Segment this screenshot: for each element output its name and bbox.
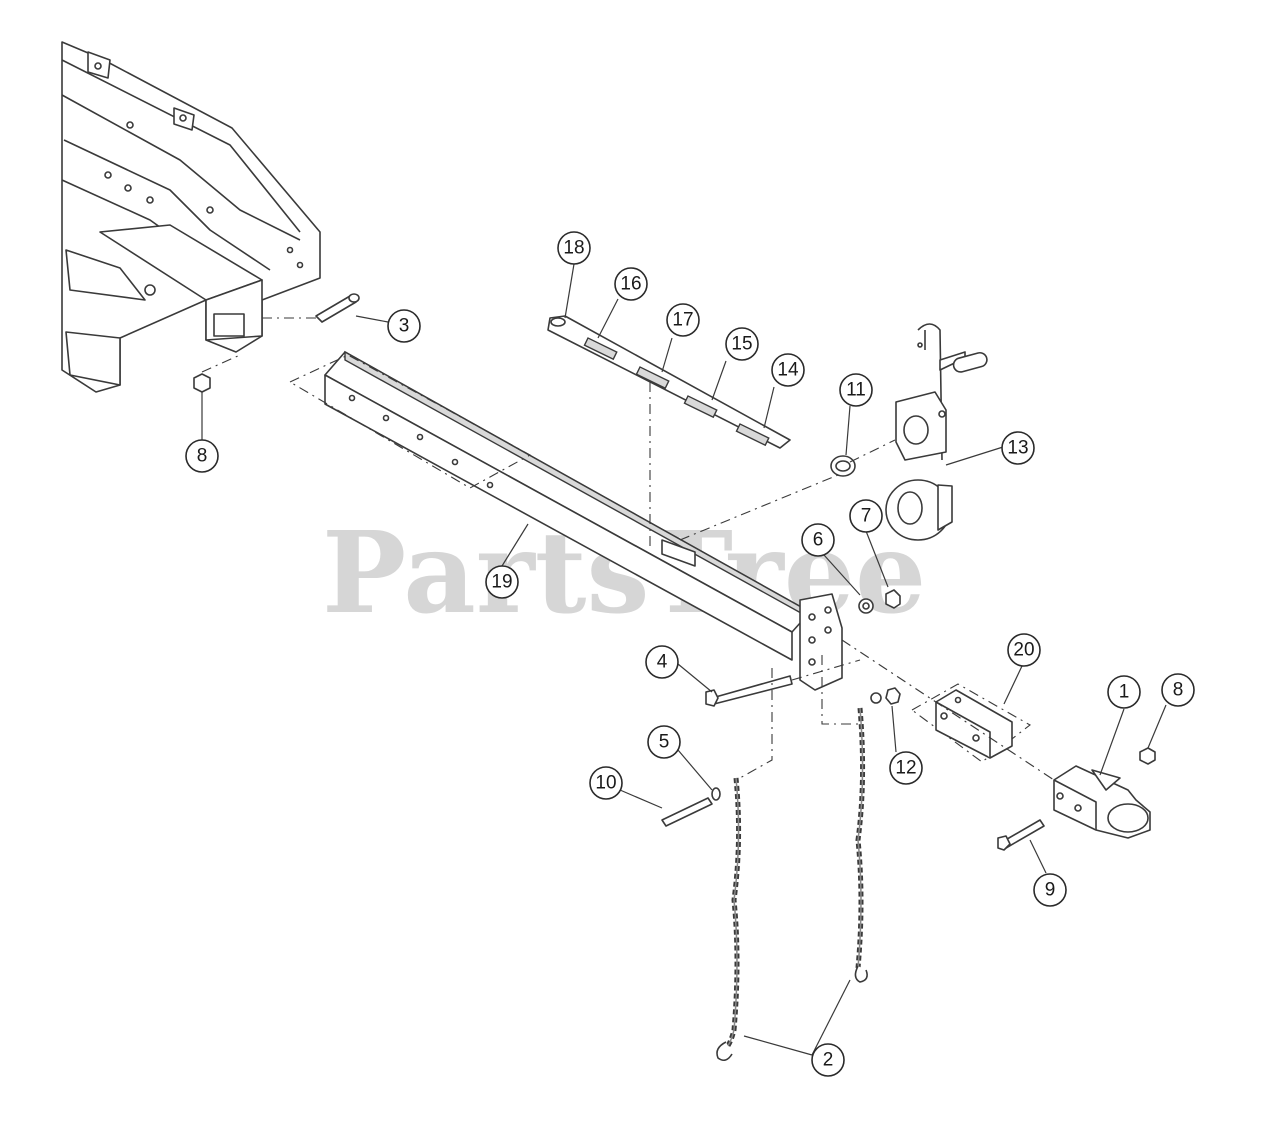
callout-8-right: 8: [1161, 673, 1195, 707]
svg-text:6: 6: [813, 530, 824, 551]
callout-12: 12: [889, 751, 923, 785]
svg-text:9: 9: [1045, 880, 1056, 901]
callout-4: 4: [645, 645, 679, 679]
coupler-assembly: [841, 639, 1151, 839]
svg-text:5: 5: [659, 732, 670, 753]
callout-5: 5: [647, 725, 681, 759]
safety-chains: [716, 655, 868, 1062]
callout-1: 1: [1107, 675, 1141, 709]
jack-stand: [679, 323, 988, 541]
svg-text:7: 7: [861, 506, 872, 527]
callout-17: 17: [666, 303, 700, 337]
svg-text:12: 12: [895, 758, 916, 779]
svg-text:1: 1: [1119, 682, 1130, 703]
callout-15: 15: [725, 327, 759, 361]
callout-8-left: 8: [185, 439, 219, 473]
callout-9: 9: [1033, 873, 1067, 907]
callout-13: 13: [1001, 431, 1035, 465]
callout-14: 14: [771, 353, 805, 387]
svg-text:18: 18: [563, 238, 584, 259]
svg-text:8: 8: [197, 446, 208, 467]
mower-frame: [61, 41, 321, 393]
svg-text:4: 4: [657, 652, 668, 673]
leader-lines: [201, 263, 1167, 1056]
callout-20: 20: [1007, 633, 1041, 667]
svg-text:11: 11: [846, 380, 866, 401]
callout-11: 11: [839, 373, 873, 407]
svg-text:10: 10: [595, 773, 616, 794]
svg-text:15: 15: [731, 334, 752, 355]
callout-19: 19: [485, 565, 519, 599]
svg-text:16: 16: [620, 274, 641, 295]
svg-text:13: 13: [1007, 438, 1028, 459]
callout-3: 3: [387, 309, 421, 343]
callout-7: 7: [849, 499, 883, 533]
svg-text:2: 2: [823, 1050, 834, 1071]
hitch-tube: [288, 350, 843, 691]
svg-text:19: 19: [491, 572, 512, 593]
callout-6: 6: [801, 523, 835, 557]
callout-16: 16: [614, 267, 648, 301]
svg-text:8: 8: [1173, 680, 1184, 701]
svg-text:20: 20: [1013, 640, 1034, 661]
svg-text:17: 17: [672, 310, 693, 331]
svg-text:3: 3: [399, 316, 410, 337]
callout-10: 10: [589, 766, 623, 800]
svg-text:14: 14: [777, 360, 799, 381]
callout-18: 18: [557, 231, 591, 265]
decal-strip: [547, 315, 791, 546]
callout-2: 2: [811, 1043, 845, 1077]
